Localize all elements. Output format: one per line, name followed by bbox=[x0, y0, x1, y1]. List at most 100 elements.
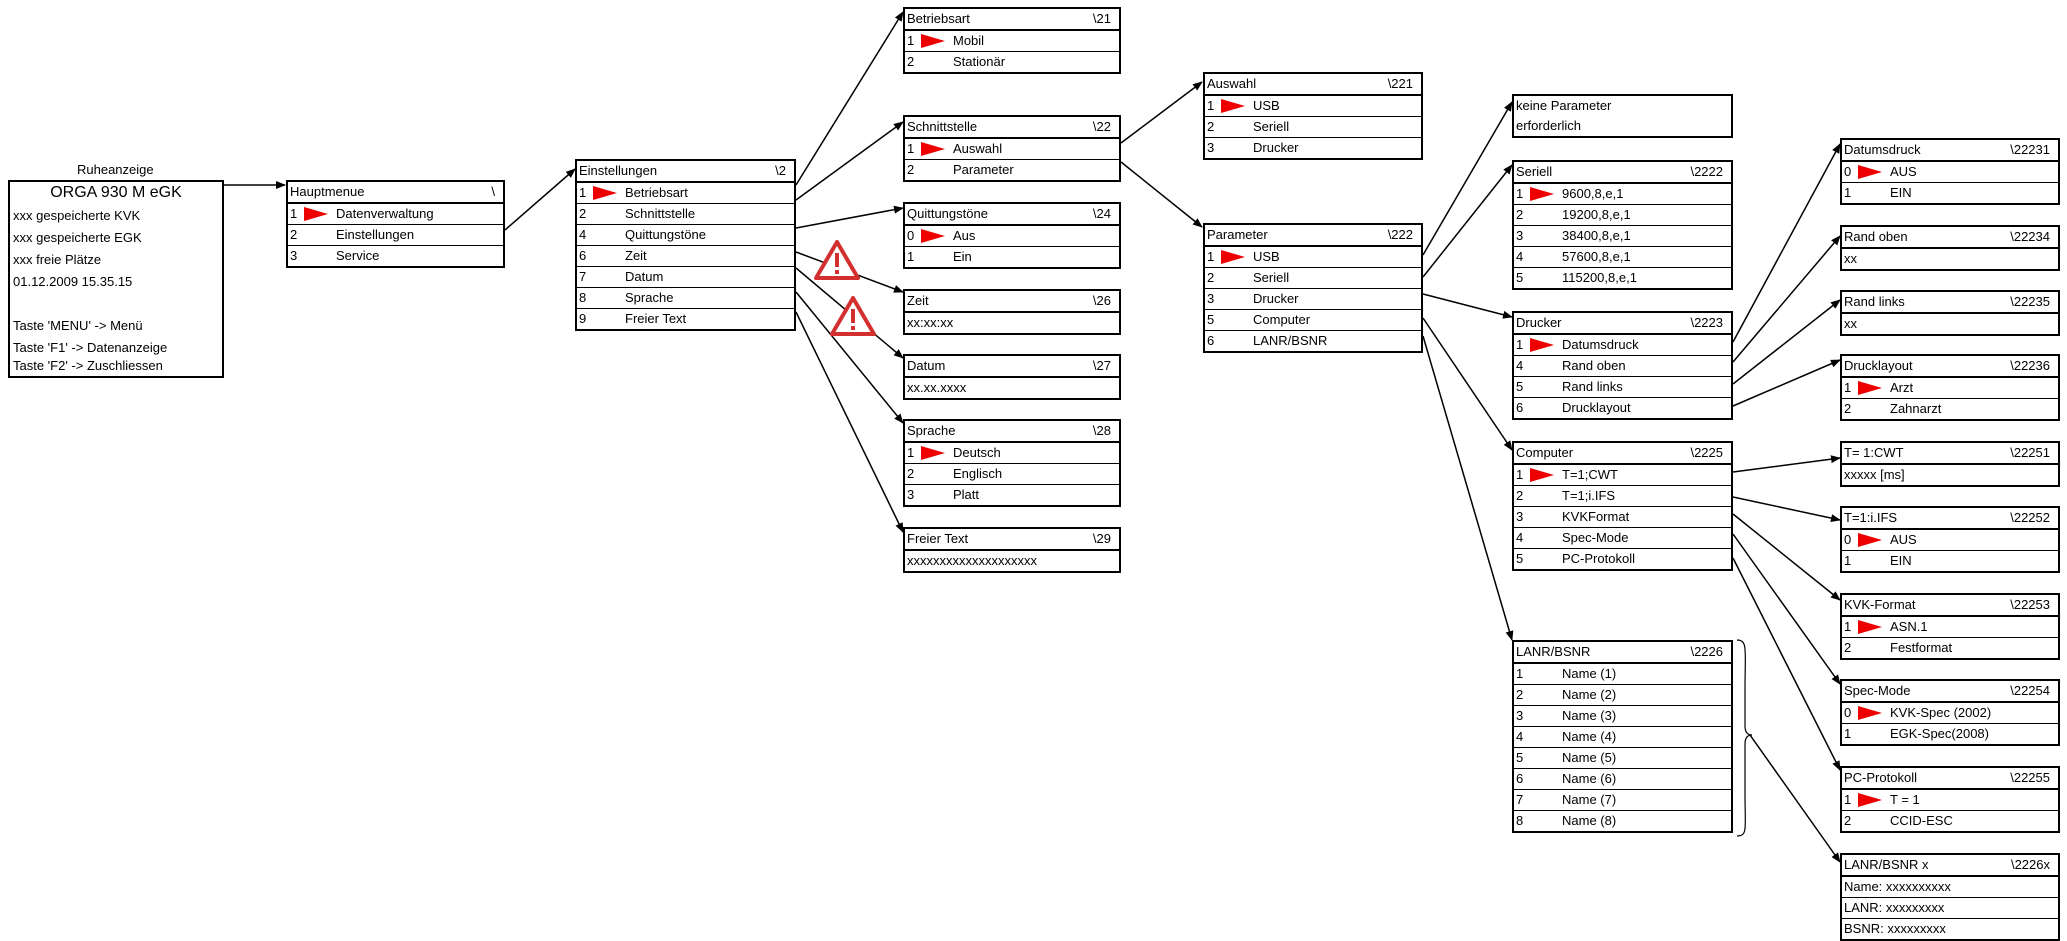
menu-item: BSNR: xxxxxxxxx bbox=[1842, 919, 2058, 939]
menu-item-number: 6 bbox=[1207, 333, 1215, 348]
menu-item-label: AUS bbox=[1890, 164, 1917, 179]
menu-item: xxxxx [ms] bbox=[1842, 465, 2058, 485]
idle-display: ORGA 930 M eGK xxx gespeicherte KVK xxx … bbox=[8, 180, 224, 378]
menu-item-number: 2 bbox=[1844, 640, 1852, 655]
menu-item-label: Parameter bbox=[953, 162, 1014, 177]
menu-item-number: 1 bbox=[1516, 666, 1524, 681]
menu-item-number: 2 bbox=[1516, 488, 1524, 503]
menu-item-label: ASN.1 bbox=[1890, 619, 1928, 634]
menu-header: Seriell\2222 bbox=[1514, 162, 1731, 184]
menu-title: Datumsdruck bbox=[1844, 142, 1921, 157]
menu-item-label: USB bbox=[1253, 249, 1280, 264]
red-triangle-icon bbox=[1530, 468, 1554, 482]
menu-code: \22255 bbox=[2010, 770, 2050, 785]
menu-item-label: AUS bbox=[1890, 532, 1917, 547]
menu-item-label: Name (3) bbox=[1562, 708, 1617, 723]
menu-item-label: Ein bbox=[953, 249, 972, 264]
menu-item-label: Datum bbox=[625, 269, 664, 284]
red-triangle-icon bbox=[1530, 338, 1554, 352]
menu-item-label: Quittungstöne bbox=[625, 227, 706, 242]
menu-item-label: Name (6) bbox=[1562, 771, 1617, 786]
menu-code: \2 bbox=[775, 163, 786, 178]
connector-schnitt-auswahl bbox=[1120, 81, 1203, 144]
menu-item-label: Computer bbox=[1253, 312, 1311, 327]
menu-item-label: Freier Text bbox=[625, 311, 687, 326]
menu-header: T= 1:CWT\22251 bbox=[1842, 443, 2058, 465]
connector-computer-pc bbox=[1732, 557, 1841, 771]
connector-computer-ifs bbox=[1732, 496, 1841, 523]
connector-haupt-einst bbox=[504, 168, 576, 231]
menu-item-label: Aus bbox=[953, 228, 976, 243]
menu-item-label: T = 1 bbox=[1890, 792, 1920, 807]
menu-title: Rand links bbox=[1844, 294, 1905, 309]
menu-code: \22 bbox=[1092, 119, 1111, 134]
menu-header: Datumsdruck\22231 bbox=[1842, 140, 2058, 162]
menu-header: T=1:i.IFS\22252 bbox=[1842, 508, 2058, 530]
menu-item-number: 7 bbox=[579, 269, 587, 284]
menu-item-label: 9600,8,e,1 bbox=[1562, 186, 1624, 201]
menu-item-number: 4 bbox=[579, 227, 587, 242]
menu-item-number: 4 bbox=[1516, 530, 1524, 545]
menu-title: Schnittstelle bbox=[907, 119, 978, 134]
menu-header: Drucklayout\22236 bbox=[1842, 356, 2058, 378]
menu-title: Betriebsart bbox=[907, 11, 970, 26]
menu-item-label: Festformat bbox=[1890, 640, 1953, 655]
menu-item-label: Platt bbox=[953, 487, 980, 502]
menu-item-number: 2 bbox=[1844, 401, 1852, 416]
menu-item-number: 4 bbox=[1516, 249, 1524, 264]
menu-header: Schnittstelle \22 bbox=[905, 117, 1119, 139]
menu-title: Einstellungen bbox=[579, 163, 658, 178]
red-triangle-icon bbox=[1858, 165, 1882, 179]
menu-item-number: 1 bbox=[907, 249, 915, 264]
menu-item-label: xx bbox=[1844, 251, 1857, 266]
menu-item-number: 2 bbox=[1207, 270, 1215, 285]
menu-item-number: 2 bbox=[907, 54, 915, 69]
menu-item-number: 1 bbox=[907, 141, 915, 156]
red-triangle-icon bbox=[1221, 250, 1245, 264]
menu-item-label: USB bbox=[1253, 98, 1280, 113]
menu-item-label: erforderlich bbox=[1516, 118, 1582, 133]
idle-line: xxx gespeicherte EGK bbox=[13, 230, 142, 245]
menu-header: Betriebsart\21 bbox=[905, 9, 1119, 31]
menu-item-number: 3 bbox=[1516, 509, 1524, 524]
menu-item-label: 19200,8,e,1 bbox=[1562, 207, 1631, 222]
menu-title: Computer bbox=[1516, 445, 1574, 460]
menu-item-number: 1 bbox=[1844, 185, 1852, 200]
red-triangle-icon bbox=[593, 186, 617, 200]
menu-item-label: BSNR: xxxxxxxxx bbox=[1844, 921, 1946, 936]
menu-code: \2226x bbox=[2010, 857, 2050, 872]
menu-item-label: KVK-Spec (2002) bbox=[1890, 705, 1992, 720]
menu-item-number: 2 bbox=[1207, 119, 1215, 134]
menu-item-label: Arzt bbox=[1890, 380, 1914, 395]
connector-param-seriell bbox=[1422, 164, 1513, 278]
menu-header: Datum\27 bbox=[905, 356, 1119, 378]
menu-item-number: 5 bbox=[1207, 312, 1215, 327]
menu-code: \22253 bbox=[2010, 597, 2050, 612]
menu-item-label: Service bbox=[336, 248, 380, 263]
menu-header: Sprache\28 bbox=[905, 421, 1119, 443]
